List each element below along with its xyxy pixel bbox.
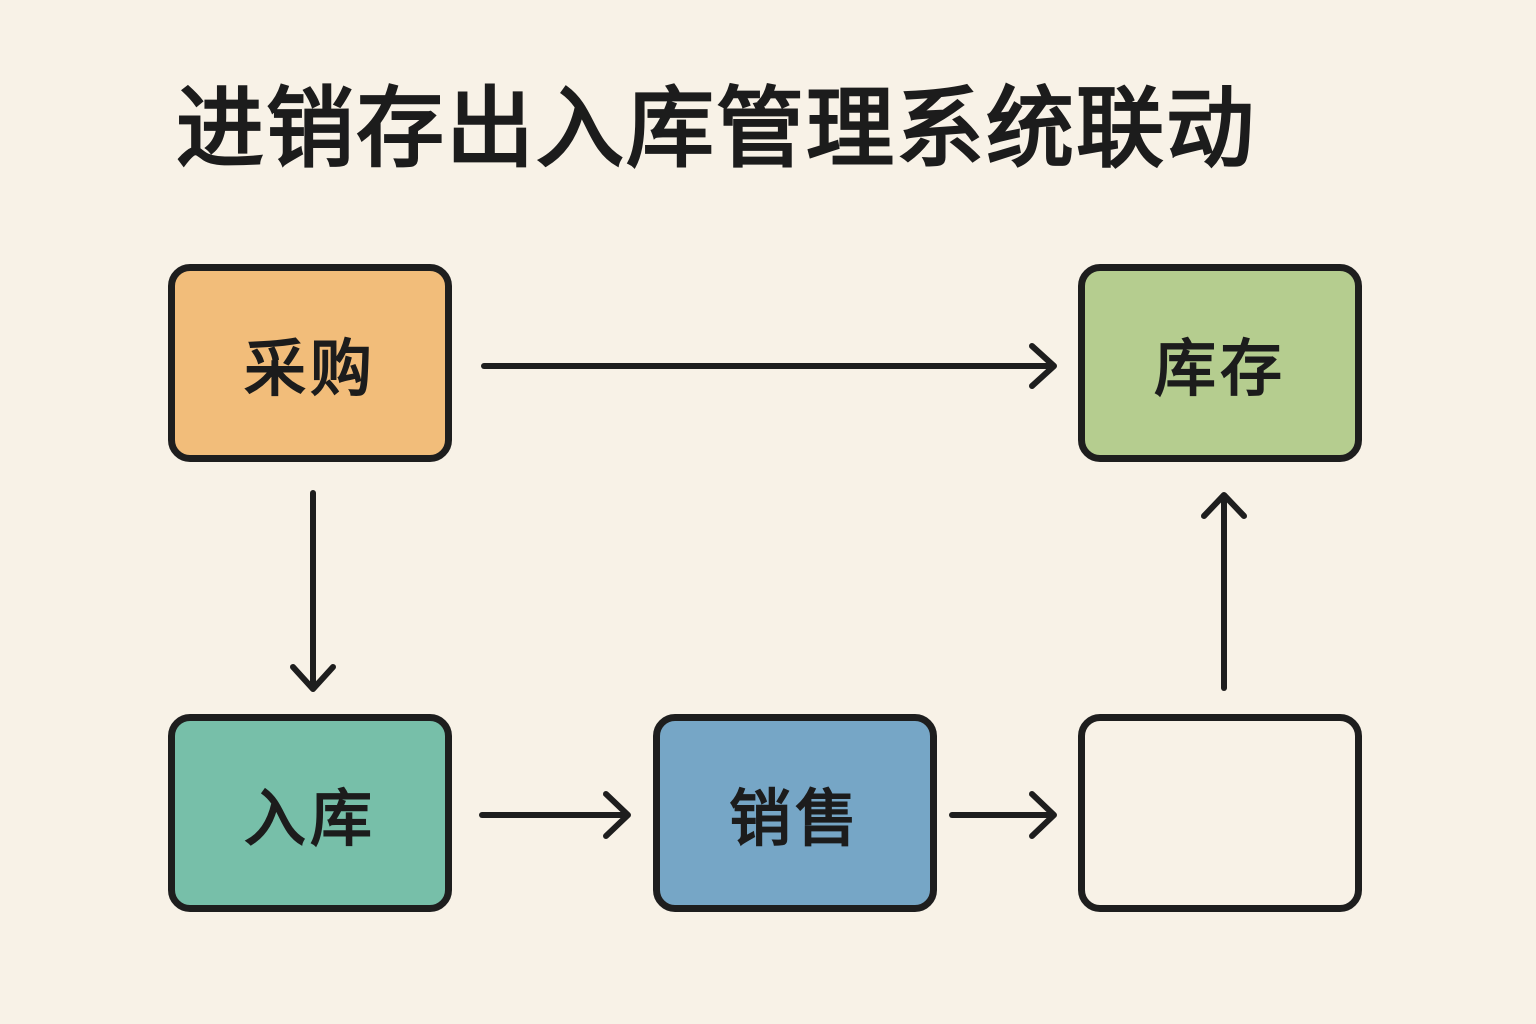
node-inbound: 入库 — [168, 714, 452, 912]
arrow-inbound-to-sales — [479, 791, 631, 839]
node-purchase-label: 采购 — [243, 332, 376, 405]
node-inventory: 库存 — [1078, 264, 1362, 462]
node-inventory-label: 库存 — [1153, 332, 1286, 405]
arrow-empty-to-inventory — [1201, 492, 1247, 691]
arrow-sales-to-empty — [949, 791, 1057, 839]
arrow-purchase-to-inbound — [290, 490, 336, 692]
node-sales-label: 销售 — [728, 782, 861, 855]
diagram-title: 进销存出入库管理系统联动 — [176, 77, 1257, 180]
node-empty — [1078, 714, 1362, 912]
node-inbound-label: 入库 — [243, 782, 376, 855]
node-purchase: 采购 — [168, 264, 452, 462]
node-sales: 销售 — [653, 714, 937, 912]
arrow-purchase-to-inventory — [481, 343, 1057, 389]
